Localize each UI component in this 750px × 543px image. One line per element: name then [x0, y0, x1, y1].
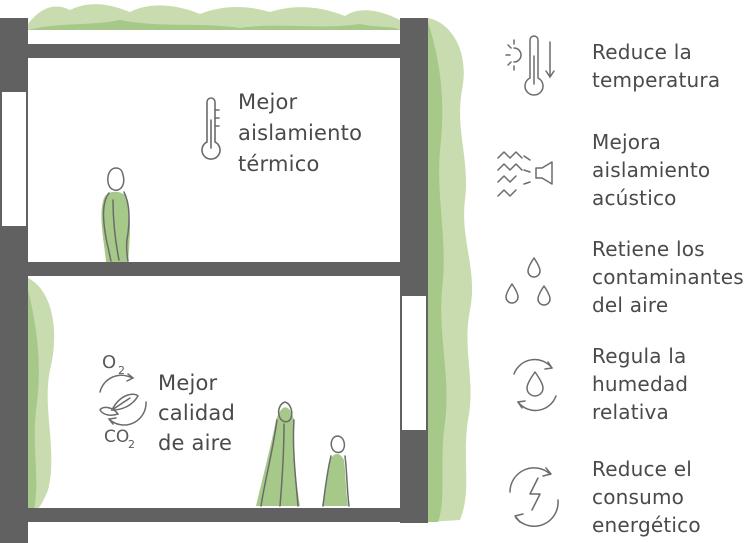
drops-icon [505, 257, 551, 306]
benefit-temperature: Reduce la temperatura [592, 38, 750, 94]
benefit-pollutants-line-2: contaminantes [592, 265, 744, 289]
benefit-temperature-line-2: temperatura [592, 68, 721, 92]
thermal-insulation-label: Mejor aislamiento térmico [238, 87, 362, 180]
benefit-humidity-line-1: Regula la [592, 344, 687, 368]
air-quality-label: Mejor calidad de aire [158, 368, 235, 458]
thermometer-sun-icon [505, 35, 555, 96]
benefit-pollutants-line-1: Retiene los [592, 237, 705, 261]
top-slab [0, 44, 428, 58]
o2-subscript: 2 [118, 364, 125, 377]
benefit-temperature-line-1: Reduce la [592, 40, 692, 64]
benefit-energy: Reduce el consumo energético [592, 455, 750, 539]
benefit-acoustic-line-3: acústico [592, 186, 677, 210]
middle-slab [0, 262, 428, 276]
interior-vegetation-dark [28, 290, 39, 510]
air-cycle-icon: O 2 CO 2 [99, 352, 147, 451]
o2-label: O [102, 352, 116, 373]
air-line-2: calidad [158, 401, 236, 425]
benefit-acoustic-line-1: Mejora [592, 130, 662, 154]
bottom-slab [0, 508, 428, 522]
person-child-figure [322, 435, 350, 507]
benefit-humidity-line-2: humedad [592, 372, 689, 396]
cycle-lightning-icon [509, 467, 559, 527]
thermal-line-2: aislamiento [238, 121, 363, 145]
air-line-1: Mejor [158, 371, 218, 395]
benefit-energy-line-2: consumo [592, 485, 685, 509]
benefit-pollutants: Retiene los contaminantes del aire [592, 235, 750, 319]
benefit-acoustic-line-2: aislamiento [592, 158, 711, 182]
thermometer-icon [201, 97, 221, 160]
right-window [402, 296, 426, 430]
person-tall-figure [256, 401, 300, 507]
benefit-energy-line-1: Reduce el [592, 457, 692, 481]
thermal-line-3: térmico [238, 152, 320, 176]
cycle-drop-icon [513, 358, 557, 412]
benefit-energy-line-3: energético [592, 513, 701, 537]
sound-waves-speaker-icon [497, 151, 553, 197]
facade-vegetation-dark [428, 22, 447, 522]
co2-subscript: 2 [128, 438, 135, 451]
left-window [2, 92, 26, 226]
benefit-humidity-line-3: relativa [592, 400, 669, 424]
co2-label: CO [104, 427, 129, 447]
thermal-line-1: Mejor [238, 90, 298, 114]
benefit-humidity: Regula la humedad relativa [592, 342, 750, 426]
air-line-3: de aire [158, 431, 233, 455]
person-standing-figure [101, 167, 130, 262]
roof-vegetation-dark [28, 20, 400, 30]
benefit-acoustic: Mejora aislamiento acústico [592, 128, 750, 212]
benefit-pollutants-line-3: del aire [592, 293, 669, 317]
